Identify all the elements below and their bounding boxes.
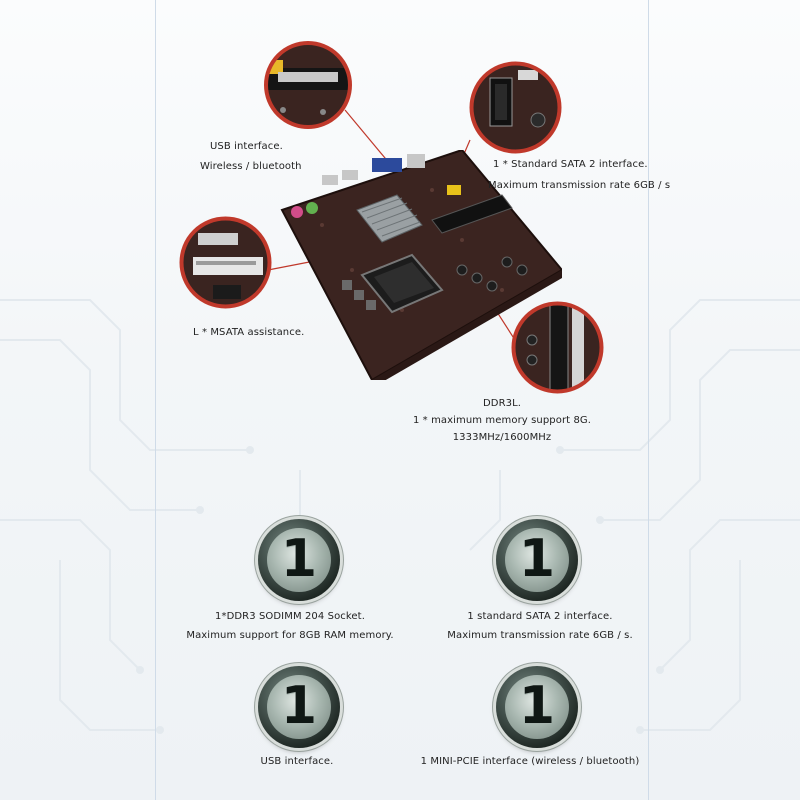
callout-msata-line1: L * MSATA assistance. [193,327,305,338]
zoom-usb-wireless-image [264,41,352,129]
frame-line-left [155,0,156,800]
callout-ddr-line3: 1333MHz/1600MHz [452,432,552,443]
zoom-sata-image [469,61,562,154]
callout-ddr-line2: 1 * maximum memory support 8G. [412,415,592,426]
feature-usb-line1: USB interface. [260,756,334,767]
feature-badge-sata: 1 [496,519,578,601]
feature-badge-usb: 1 [258,666,340,748]
callout-sata-line1: 1 * Standard SATA 2 interface. [493,159,648,170]
badge-number: 1 [518,528,556,589]
badge-inner [267,528,331,592]
badge-number: 1 [280,528,318,589]
badge-inner [267,675,331,739]
feature-ram-line1: 1*DDR3 SODIMM 204 Socket. [215,611,365,622]
feature-badge-ram: 1 [258,519,340,601]
callout-ddr-line1: DDR3L. [482,398,522,409]
callout-wireless-line2: Wireless / bluetooth [200,161,302,172]
frame-line-right [648,0,649,800]
feature-sata-line2: Maximum transmission rate 6GB / s. [447,630,633,641]
feature-badge-minipcie: 1 [496,666,578,748]
feature-minipcie-line1: 1 MINI-PCIE interface (wireless / blueto… [420,756,640,767]
zoom-ddr3l-image [511,301,604,394]
feature-ram-line2: Maximum support for 8GB RAM memory. [186,630,394,641]
badge-inner [505,528,569,592]
badge-number: 1 [518,675,556,736]
zoom-msata-image [179,216,272,309]
callout-sata-line2: Maximum transmission rate 6GB / s [488,180,671,191]
feature-sata-line1: 1 standard SATA 2 interface. [467,611,613,622]
callout-usb-line1: USB interface. [210,141,283,152]
badge-number: 1 [280,675,318,736]
motherboard-image [280,150,562,380]
badge-inner [505,675,569,739]
